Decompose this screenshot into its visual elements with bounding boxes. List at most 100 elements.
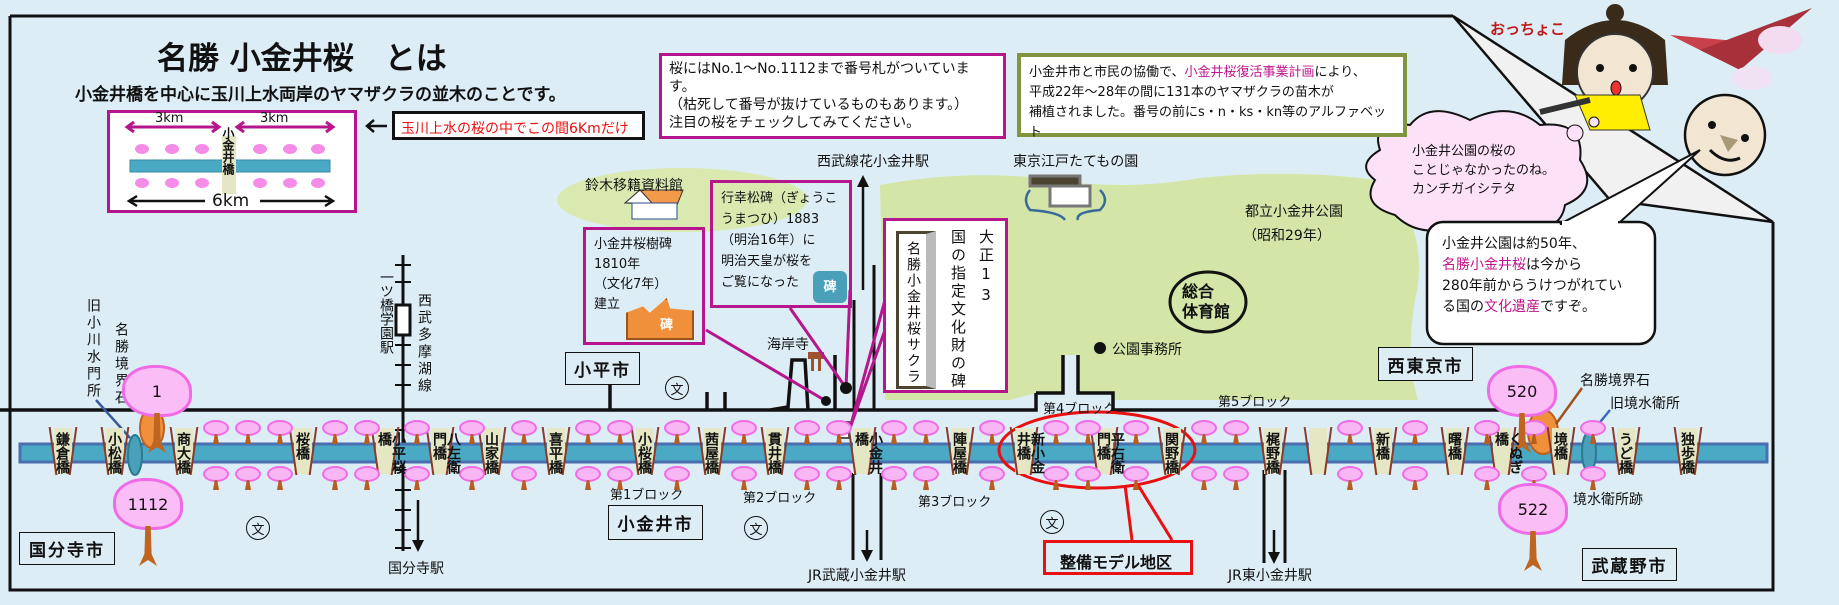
bridge: 小金井橋 — [847, 427, 883, 475]
cherry-tree-icon — [354, 466, 380, 490]
edo-museum-icon — [1024, 174, 1107, 221]
kaiganji-label: 海岸寺 — [767, 337, 809, 353]
right-distance: 3km — [260, 111, 289, 126]
cherry-tree-icon — [731, 466, 757, 490]
cherry-tree-icon — [1474, 466, 1500, 490]
numbered-tree: 1 — [122, 365, 192, 455]
arrow-down-icon — [861, 550, 873, 562]
block-label: 第1ブロック — [610, 488, 684, 503]
bridge: くぬぎ橋 — [1487, 427, 1523, 475]
bridge-name: 新橋 — [1374, 432, 1390, 460]
speech-bubble — [1425, 220, 1657, 346]
center-bridge-label: 小金井橋 — [221, 127, 235, 175]
kokubunji-city: 国分寺市 — [19, 532, 115, 565]
bridge: 新橋 — [1368, 427, 1398, 475]
left-distance: 3km — [155, 111, 184, 126]
frame — [8, 14, 1775, 592]
bridge: 独歩橋 — [1673, 427, 1703, 475]
bridge-name: 境橋 — [1552, 432, 1568, 460]
hitotsubashi-station-label: 一ツ橋学園駅 — [378, 270, 394, 354]
bridge: 平右衛門橋 — [1089, 427, 1125, 475]
bridge-name: 曙橋 — [1446, 432, 1462, 460]
cherry-tree-icon — [607, 420, 633, 444]
cherry-tree-icon — [267, 466, 293, 490]
cherry-tree-icon — [1123, 466, 1149, 490]
bridge: 桜橋 — [288, 427, 318, 475]
bridge-name: 八左衛門橋 — [431, 432, 461, 474]
cherry-tree-icon — [913, 420, 939, 444]
cherry-tree-icon — [1223, 466, 1249, 490]
numbered-tree: 522 — [1498, 483, 1568, 573]
model-zone-ellipse — [997, 410, 1197, 490]
replant-line: 補植されました。番号の前にs・n・ks・kn等のアルファベット — [1029, 105, 1386, 140]
gym-marker — [1168, 270, 1248, 334]
bridge-name: 茜屋橋 — [703, 432, 719, 474]
school-icon: 文 — [1040, 510, 1064, 534]
kodaira-city: 小平市 — [565, 352, 640, 385]
bridge: 小平桜橋 — [370, 427, 406, 475]
ogawa-gate-icon — [127, 434, 143, 476]
number-tag-info: 桜にはNo.1～No.1112まで番号札がついています。 （枯死して番号が抜けて… — [659, 53, 1006, 139]
arrow-left-icon — [365, 119, 387, 133]
bridge: 新小金井橋 — [1009, 427, 1045, 475]
gym-label: 総合体育館 — [1182, 282, 1231, 321]
park-label: 都立小金井公園 — [1245, 204, 1343, 220]
bridge: 喜平橋 — [541, 427, 571, 475]
cherry-tree-icon — [664, 420, 690, 444]
park-office-label: 公園事務所 — [1112, 342, 1182, 358]
ogawa-gate-label: 旧小川水門所 — [85, 298, 101, 400]
cherry-tree-icon — [511, 420, 537, 444]
musashikoganei-station-label: JR武蔵小金井駅 — [808, 568, 906, 584]
replanting-info: 小金井市と市民の協働で、小金井桜復活事業計画により、 平成22年～28年の間に1… — [1017, 53, 1407, 140]
bridge: 八左衛門橋 — [425, 427, 461, 475]
bridge-name: 関野橋 — [1163, 432, 1179, 474]
bridge — [1303, 427, 1333, 475]
suzuki-museum-label: 鈴木移籍資料館 — [585, 178, 683, 194]
thought-text: 小金井公園の桜のことじゃなかったのね。カンチガイシテタ — [1412, 144, 1556, 197]
cherry-tree-icon — [1075, 420, 1101, 444]
old-man-character — [1683, 93, 1767, 177]
bridge: 曙橋 — [1440, 427, 1470, 475]
rail-ticks — [395, 264, 411, 549]
cherry-tree-icon — [203, 466, 229, 490]
bridge: うど橋 — [1611, 427, 1641, 475]
plan-name: 小金井桜復活事業計画 — [1184, 65, 1315, 80]
cherry-tree-icon — [459, 420, 485, 444]
bridge: 陣屋橋 — [945, 427, 975, 475]
koganei-park-area — [880, 173, 1420, 400]
cherry-tree-icon — [511, 466, 537, 490]
cherry-tree-icon — [979, 420, 1005, 444]
bridge-name: 新小金井橋 — [1015, 432, 1045, 474]
tamako-line-label: 西武多摩湖線 — [416, 293, 432, 395]
bridge: 貫井橋 — [760, 427, 790, 475]
kaiganji-temple-icon — [808, 352, 824, 371]
edo-museum-label: 東京江戸たてもの園 — [1013, 154, 1139, 170]
cherry-tree-icon — [1402, 466, 1428, 490]
bridge-name: うど橋 — [1617, 432, 1633, 474]
cherry-tree-icon — [235, 420, 261, 444]
park-year-label: （昭和29年） — [1243, 228, 1331, 244]
cherry-tree-icon — [1402, 420, 1428, 444]
cherry-tree-icon — [607, 466, 633, 490]
cherry-tree-icon — [826, 420, 852, 444]
bridge-name: 陣屋橋 — [951, 432, 967, 474]
gyoko-callout: 行幸松碑（ぎょうこうまつひ）1883（明治16年）に明治天皇が桜をご覧になった … — [710, 180, 852, 308]
kokubunji-station-label: 国分寺駅 — [388, 561, 444, 577]
bridge-name: 小松橋 — [106, 432, 122, 474]
total-distance: 6km — [212, 191, 250, 211]
bridge: 商大橋 — [169, 427, 199, 475]
bridge-name: 貫井橋 — [766, 432, 782, 474]
numbered-tree: 1112 — [113, 478, 183, 568]
block-label: 第3ブロック — [918, 495, 992, 510]
bridge-name: 平右衛門橋 — [1095, 432, 1125, 474]
cherry-blossom-decoration — [1670, 8, 1812, 90]
higashikoganei-station-label: JR東小金井駅 — [1228, 568, 1312, 584]
cherry-tree-icon — [1043, 420, 1069, 444]
bridge-name: 桜橋 — [294, 432, 310, 460]
cherry-tree-icon — [881, 466, 907, 490]
model-zone-box: 整備モデル地区 — [1043, 540, 1193, 575]
nishitokyo-city: 西東京市 — [1378, 347, 1473, 381]
bridge: 梶野橋 — [1258, 427, 1288, 475]
